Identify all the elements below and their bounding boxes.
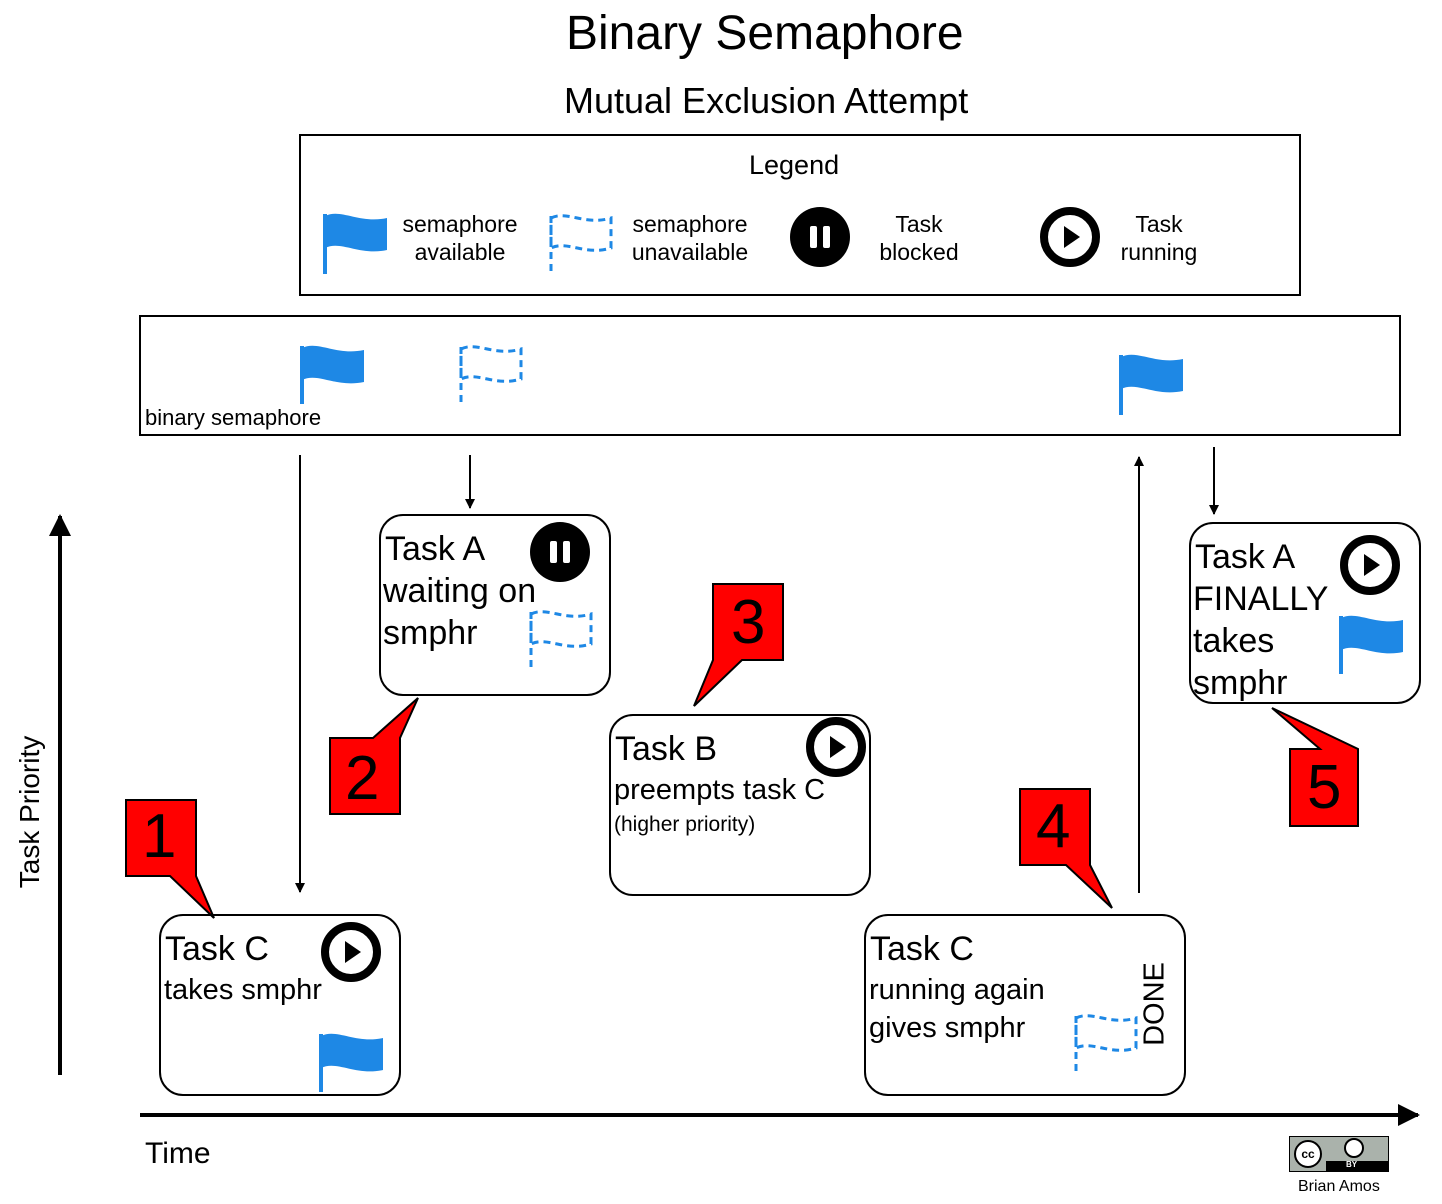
semaphore-lane: binary semaphore: [139, 315, 1401, 436]
play-icon: [1040, 207, 1100, 267]
step-4-card: Task C running again gives smphr DONE: [864, 914, 1186, 1096]
flag-dashed-icon: [529, 610, 593, 672]
license-author: Brian Amos: [1298, 1178, 1380, 1195]
callout-3-number: 3: [731, 588, 766, 657]
step-5-card: Task A FINALLY takes smphr: [1189, 522, 1421, 704]
step-3-title: Task B: [615, 730, 718, 768]
step-5-text-3: smphr: [1193, 664, 1288, 702]
diagram-subtitle: Mutual Exclusion Attempt: [564, 80, 969, 121]
callout-2-number: 2: [345, 744, 380, 813]
step-2-title: Task A: [385, 530, 486, 568]
flag-dashed-icon: [1074, 1014, 1138, 1076]
step-5-text: FINALLY: [1193, 580, 1329, 618]
callout-5: [1271, 707, 1359, 827]
flag-solid-icon: [300, 345, 364, 404]
cc-icon: cc: [1294, 1140, 1322, 1168]
flag-solid-icon: [319, 1033, 383, 1092]
step-5-text-2: takes: [1193, 622, 1275, 660]
flag-solid-icon: [1119, 354, 1183, 415]
flag-dashed-icon: [459, 345, 523, 407]
license-by-label: BY: [1346, 1160, 1358, 1169]
x-axis-label: Time: [145, 1137, 211, 1170]
step-3-note: (higher priority): [614, 813, 756, 836]
step-4-text: running again: [869, 974, 1045, 1006]
pause-icon: [530, 522, 590, 582]
callout-1: [125, 799, 215, 919]
legend-heading: Legend: [749, 150, 840, 180]
callout-5-number: 5: [1307, 753, 1342, 822]
play-icon: [1340, 535, 1400, 595]
flag-solid-icon: [323, 213, 387, 274]
flag-solid-icon: [1339, 615, 1403, 674]
step-4-title: Task C: [870, 930, 974, 968]
play-icon: [321, 922, 381, 982]
attribution-icon: [1344, 1138, 1364, 1158]
pause-icon: [790, 207, 850, 267]
step-2-text: waiting on: [383, 572, 537, 610]
step-5-title: Task A: [1195, 538, 1296, 576]
step-1-title: Task C: [165, 930, 269, 968]
step-1-text: takes smphr: [164, 974, 322, 1006]
callout-4-number: 4: [1036, 792, 1071, 861]
step-2-text-2: smphr: [383, 614, 478, 652]
callout-4: [1019, 788, 1113, 909]
step-3-text: preempts task C: [614, 774, 826, 806]
play-icon: [806, 717, 866, 777]
semaphore-lane-label: binary semaphore: [145, 405, 322, 430]
flag-dashed-icon: [549, 214, 613, 276]
step-3-card: Task B preempts task C (higher priority): [609, 714, 871, 896]
callout-2: [329, 697, 419, 815]
callout-1-number: 1: [142, 802, 177, 871]
license-band: [1326, 1161, 1388, 1171]
step-2-card: Task A waiting on smphr: [379, 514, 611, 696]
diagram-title: Binary Semaphore: [566, 7, 964, 60]
step-4-text-2: gives smphr: [869, 1012, 1026, 1044]
step-1-card: Task C takes smphr: [159, 914, 401, 1096]
license-badge: cc BY: [1289, 1136, 1389, 1172]
callout-3: [693, 583, 784, 707]
